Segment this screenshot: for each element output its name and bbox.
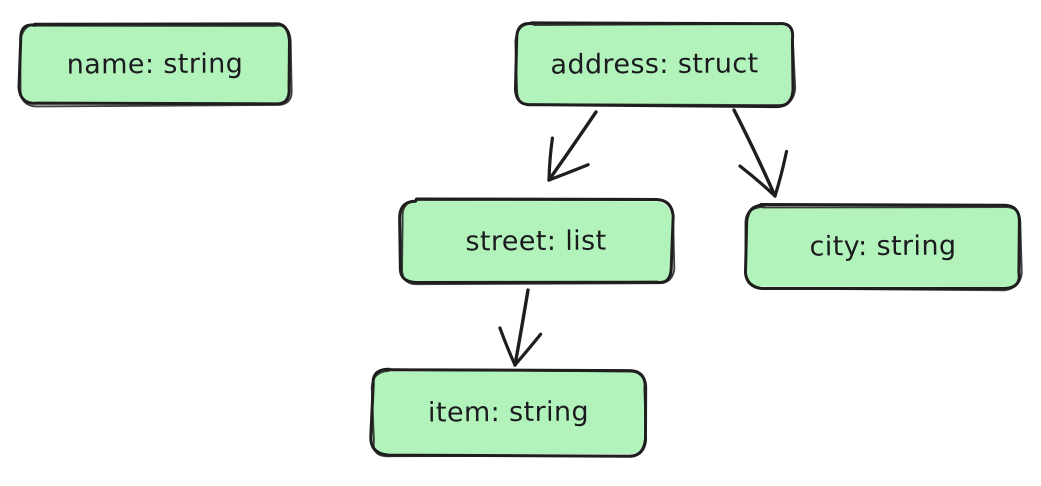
node-label-street: street: list: [465, 225, 607, 258]
node-label-city: city: string: [809, 230, 957, 263]
node-label-item: item: string: [427, 396, 590, 429]
node-label-name: name: string: [66, 47, 244, 81]
node-label-address: address: struct: [550, 47, 759, 81]
